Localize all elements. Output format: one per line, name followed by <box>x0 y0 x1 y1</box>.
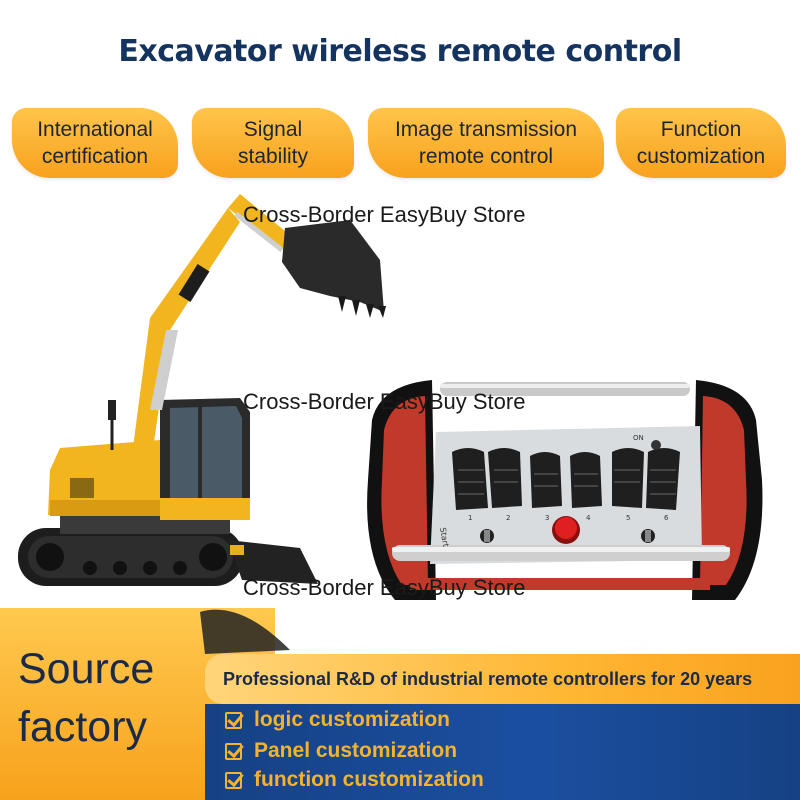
checklist-label: function customization <box>254 768 484 791</box>
remote-on-label: ON <box>633 434 644 442</box>
checkbox-icon <box>225 742 242 760</box>
feature-line: Signal <box>243 118 303 141</box>
feature-line: Image transmission <box>394 118 578 141</box>
feature-badge-signal: Signal stability <box>192 108 354 178</box>
feature-line: customization <box>636 145 766 168</box>
checkbox-icon <box>225 711 242 729</box>
checklist-item: function customization <box>225 768 484 792</box>
watermark: Cross-Border EasyBuy Store <box>243 202 526 227</box>
remote-switch-label: 4 <box>586 514 591 522</box>
checklist-label: logic customization <box>254 708 451 731</box>
watermark: Cross-Border EasyBuy Store <box>243 575 526 600</box>
remote-switch-label: 1 <box>468 514 472 522</box>
remote-switch-label: 3 <box>545 514 549 522</box>
checklist-label: Panel customization <box>254 739 458 762</box>
remote-switch-label: 2 <box>506 514 510 522</box>
customization-list-panel <box>205 704 800 800</box>
source-heading-line1: Source <box>18 645 155 693</box>
checklist-item: Panel customization <box>225 739 457 763</box>
feature-badge-function: Function customization <box>616 108 786 178</box>
tagline-bar: Professional R&D of industrial remote co… <box>205 654 800 704</box>
feature-line: International <box>37 118 153 141</box>
feature-line: remote control <box>418 145 554 168</box>
feature-line: stability <box>237 145 309 168</box>
source-heading-line2: factory <box>18 703 148 751</box>
tagline-text: Professional R&D of industrial remote co… <box>223 668 753 689</box>
checkbox-icon <box>225 771 242 789</box>
checklist-item: logic customization <box>225 708 450 732</box>
feature-line: certification <box>41 145 149 168</box>
remote-start-label: Start <box>438 527 450 548</box>
feature-badge-image-transmission: Image transmission remote control <box>368 108 604 178</box>
watermark: Cross-Border EasyBuy Store <box>243 389 526 414</box>
remote-switch-label: 6 <box>664 514 669 522</box>
page-title: Excavator wireless remote control <box>118 34 682 69</box>
feature-badge-certification: International certification <box>12 108 178 178</box>
feature-line: Function <box>660 118 742 141</box>
remote-switch-label: 5 <box>626 514 630 522</box>
